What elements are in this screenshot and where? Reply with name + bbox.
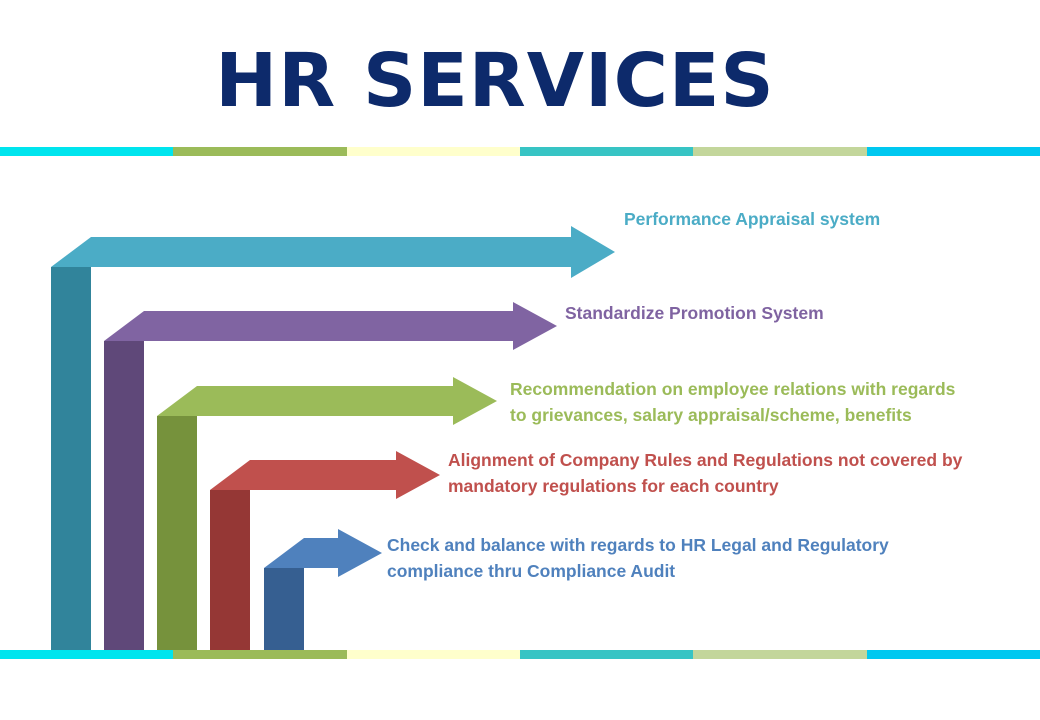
label-line: Check and balance with regards to HR Leg… [387,535,889,555]
stripe-segment [866,650,1040,659]
stripe-segment [693,147,867,156]
arrow-shaft [104,302,557,350]
arrow-shaft [51,226,615,278]
service-label-company-rules: Alignment of Company Rules and Regulatio… [448,447,962,499]
service-label-employee-relations: Recommendation on employee relations wit… [510,376,955,428]
arrow-shaft [210,451,440,499]
arrow-employee-relations [157,377,497,652]
arrow-shaft [157,377,497,425]
stripe-segment [346,650,520,659]
page-title: HR SERVICES [215,38,775,124]
stripe-segment [0,147,174,156]
arrow-shaft [264,529,382,577]
stripe-segment [173,147,347,156]
arrow-post [210,490,250,652]
stripe-segment [519,650,694,659]
label-line: Alignment of Company Rules and Regulatio… [448,450,963,470]
stripe-segment [346,147,520,156]
service-label-compliance-audit: Check and balance with regards to HR Leg… [387,532,889,584]
arrow-post [51,267,91,652]
bottom-color-stripe [0,650,1040,659]
label-line: Performance Appraisal system [624,209,881,229]
stripe-segment [519,147,694,156]
label-line: Recommendation on employee relations wit… [510,379,956,399]
arrow-post [264,568,304,652]
arrow-post [157,416,197,652]
arrow-compliance-audit [264,529,382,652]
arrow-promotion-system [104,302,557,652]
arrow-performance-appraisal [51,226,615,652]
label-line: Standardize Promotion System [565,303,824,323]
label-line: mandatory regulations for each country [448,476,779,496]
stripe-segment [693,650,867,659]
label-line: to grievances, salary appraisal/scheme, … [510,405,912,425]
arrow-post [104,341,144,652]
top-color-stripe [0,147,1040,156]
service-label-promotion-system: Standardize Promotion System [565,300,824,326]
stripe-segment [866,147,1040,156]
stripe-segment [0,650,174,659]
service-label-performance-appraisal: Performance Appraisal system [624,206,880,232]
stripe-segment [173,650,347,659]
label-line: compliance thru Compliance Audit [387,561,676,581]
arrow-company-rules [210,451,440,652]
